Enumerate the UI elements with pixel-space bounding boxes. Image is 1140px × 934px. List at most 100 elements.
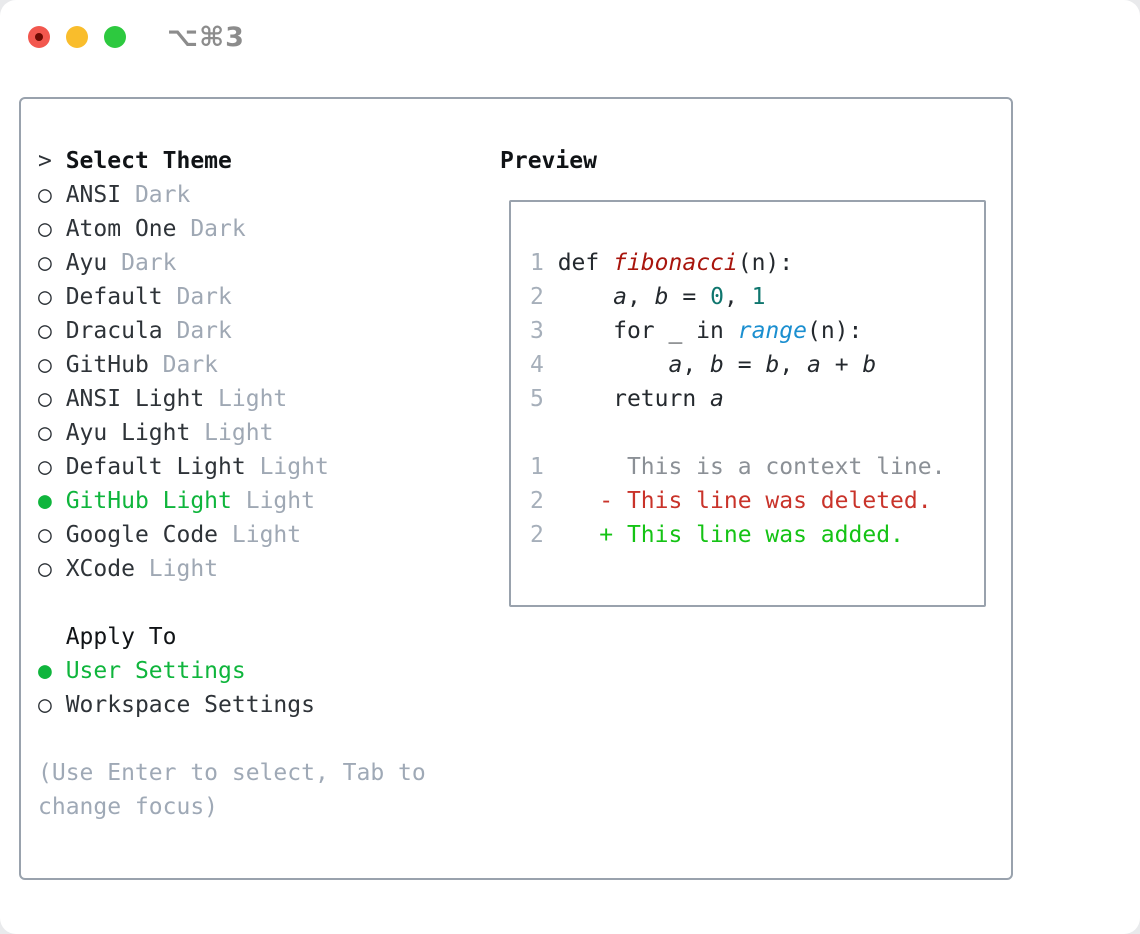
radio-icon: ○ <box>38 318 66 344</box>
theme-variant-tag: Light <box>134 556 219 582</box>
line-number: 5 <box>530 386 544 412</box>
theme-name: Ayu <box>65 250 108 276</box>
code-token: a <box>710 386 724 412</box>
spacer <box>38 586 426 620</box>
code-token: a <box>807 352 821 378</box>
theme-option-ansi[interactable]: ○ ANSI Dark <box>38 178 426 212</box>
radio-icon: ○ <box>38 420 66 446</box>
apply-to-list: ● User Settings○ Workspace Settings <box>38 654 426 722</box>
theme-name: Ayu Light <box>65 420 191 446</box>
theme-option-xcode[interactable]: ○ XCode Light <box>38 552 426 586</box>
theme-option-default-light[interactable]: ○ Default Light Light <box>38 450 426 484</box>
diff-text: - This line was deleted. <box>543 488 932 514</box>
code-token: , <box>723 284 752 310</box>
code-token: + <box>820 352 863 378</box>
theme-variant-tag: Light <box>204 386 288 412</box>
line-number: 4 <box>530 352 544 378</box>
theme-option-github[interactable]: ○ GitHub Dark <box>38 348 426 382</box>
theme-option-dracula[interactable]: ○ Dracula Dark <box>38 314 426 348</box>
theme-name: Atom One <box>65 216 177 242</box>
theme-variant-tag: Light <box>231 488 315 514</box>
diff-sample: 1 This is a context line.2 - This line w… <box>530 450 984 552</box>
radio-icon: ○ <box>38 556 66 582</box>
minimize-button[interactable] <box>66 26 88 48</box>
radio-icon: ○ <box>38 522 66 548</box>
code-token: b <box>710 352 724 378</box>
radio-icon: ○ <box>38 182 66 208</box>
diff-line-context: 1 This is a context line. <box>530 450 984 484</box>
code-token: for _ in <box>543 318 738 344</box>
radio-icon: ○ <box>38 386 66 412</box>
code-token: , <box>779 352 808 378</box>
zoom-button[interactable] <box>104 26 126 48</box>
theme-name: Google Code <box>65 522 219 548</box>
code-token: def <box>543 250 614 276</box>
theme-name: ANSI Light <box>65 386 205 412</box>
code-token: , <box>682 352 711 378</box>
code-line: 5 return a <box>530 382 984 416</box>
keyboard-hint: (Use Enter to select, Tab to change focu… <box>38 760 426 820</box>
code-token: return <box>543 386 711 412</box>
radio-icon: ○ <box>38 250 66 276</box>
code-line: 2 a, b = 0, 1 <box>530 280 984 314</box>
theme-variant-tag: Dark <box>148 352 219 378</box>
theme-option-atom-one[interactable]: ○ Atom One Dark <box>38 212 426 246</box>
line-number: 2 <box>530 488 544 514</box>
code-token: = <box>723 352 766 378</box>
theme-option-github-light[interactable]: ● GitHub Light Light <box>38 484 426 518</box>
code-token: , <box>626 284 655 310</box>
apply-option-user-settings[interactable]: ● User Settings <box>38 654 426 688</box>
radio-icon: ○ <box>38 216 66 242</box>
code-token: b <box>654 284 669 310</box>
code-token: range <box>737 318 807 344</box>
theme-name: Default <box>65 284 163 310</box>
select-theme-heading: > Select Theme <box>38 148 232 174</box>
theme-option-ansi-light[interactable]: ○ ANSI Light Light <box>38 382 426 416</box>
code-line: 1 def fibonacci(n): <box>530 246 984 280</box>
theme-variant-tag: Dark <box>162 284 232 310</box>
diff-text: + This line was added. <box>543 522 904 548</box>
theme-variant-tag: Dark <box>162 318 232 344</box>
theme-name: GitHub <box>65 352 149 378</box>
apply-option-workspace-settings[interactable]: ○ Workspace Settings <box>38 688 426 722</box>
code-token: 0 <box>710 284 724 310</box>
theme-picker-panel: > Select Theme ○ ANSI Dark○ Atom One Dar… <box>19 97 1013 880</box>
spacer <box>38 722 426 756</box>
close-dot-icon <box>35 33 43 41</box>
apply-to-heading: Apply To <box>65 624 177 650</box>
code-token: a <box>613 284 627 310</box>
diff-line-added: 2 + This line was added. <box>530 518 984 552</box>
theme-name: XCode <box>65 556 135 582</box>
line-number: 2 <box>530 522 544 548</box>
diff-line-deleted: 2 - This line was deleted. <box>530 484 984 518</box>
theme-variant-tag: Light <box>190 420 274 446</box>
theme-name: ANSI <box>65 182 122 208</box>
theme-option-default[interactable]: ○ Default Dark <box>38 280 426 314</box>
theme-list-column: > Select Theme ○ ANSI Dark○ Atom One Dar… <box>38 144 426 824</box>
radio-icon: ○ <box>38 692 66 718</box>
theme-option-ayu[interactable]: ○ Ayu Dark <box>38 246 426 280</box>
code-token: b <box>765 352 780 378</box>
code-token: a <box>668 352 683 378</box>
theme-name: Dracula <box>65 318 163 344</box>
theme-variant-tag: Light <box>245 454 329 480</box>
focus-caret-icon: > <box>38 148 66 174</box>
theme-variant-tag: Dark <box>121 182 191 208</box>
apply-option-label: User Settings <box>65 658 246 684</box>
code-token: = <box>668 284 711 310</box>
code-token: (n): <box>737 250 794 276</box>
theme-option-ayu-light[interactable]: ○ Ayu Light Light <box>38 416 426 450</box>
radio-selected-icon: ● <box>38 488 66 514</box>
close-button[interactable] <box>28 26 50 48</box>
code-token <box>544 284 613 310</box>
radio-selected-icon: ● <box>38 658 66 684</box>
preview-heading: Preview <box>500 148 597 174</box>
theme-variant-tag: Dark <box>176 216 246 242</box>
code-token: 1 <box>751 284 766 310</box>
radio-icon: ○ <box>38 454 66 480</box>
theme-option-google-code[interactable]: ○ Google Code Light <box>38 518 426 552</box>
code-line: 4 a, b = b, a + b <box>530 348 984 382</box>
line-number: 2 <box>530 284 544 310</box>
